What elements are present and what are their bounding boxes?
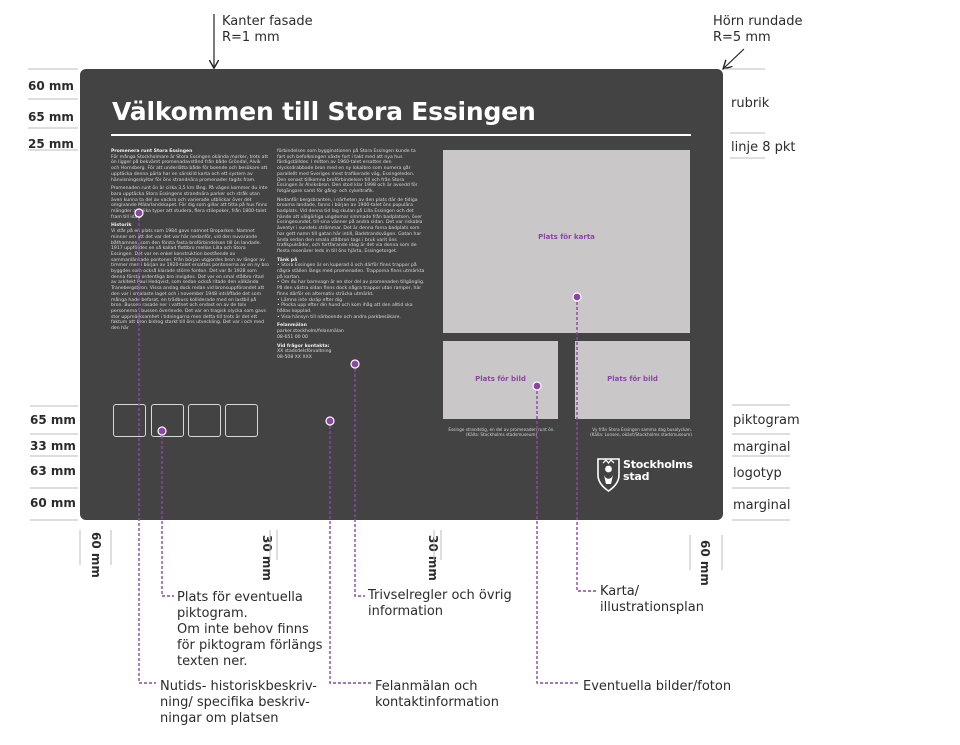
- pictogram-slot: [113, 404, 146, 437]
- pictogram-slot: [151, 404, 184, 437]
- dim-left-title: 65 mm: [28, 110, 74, 124]
- felanmalan-url: parker.stockholm/felanmälan: [277, 329, 344, 335]
- callout-line: för piktogram förlängs: [177, 638, 323, 653]
- rule-item: • Visa hänsyn till närboende och andra p…: [277, 314, 401, 320]
- rule-item: • Om du har barnvagn är en stor del av p…: [277, 280, 425, 297]
- history-paragraph-cont: förbindelsen som bygginationen på Stora …: [277, 149, 418, 194]
- walk-paragraph-2: Promenaden runt ön är cirka 3,5 km lång.…: [111, 186, 268, 220]
- callout-line: piktogram.: [177, 606, 248, 621]
- image-placeholder-label: Plats för bild: [607, 374, 658, 383]
- dim-bottom-right-margin: 60 mm: [698, 540, 712, 586]
- image-placeholder-right: Plats för bild: [575, 341, 690, 419]
- bottom-tick-lines: [79, 530, 723, 570]
- edge-annotation-line2: R=1 mm: [222, 30, 280, 45]
- label-marginal: marginal: [733, 440, 791, 455]
- callout-rules: Trivselregler och övrig information: [368, 588, 512, 620]
- walk-paragraph-1: För många Stockholmare är Stora Essingen…: [111, 154, 269, 183]
- dim-left-margin-mid: 33 mm: [30, 439, 76, 453]
- stockholm-crest-icon: [597, 458, 620, 492]
- callout-pictogram: Plats för eventuella piktogram. Om inte …: [177, 590, 323, 670]
- felanmalan-heading: Felanmälan: [277, 323, 307, 329]
- dim-left-top-margin: 60 mm: [28, 79, 74, 93]
- history-heading: Historik: [111, 223, 132, 229]
- rule-item: • Lämna inte skräp efter dig.: [277, 297, 344, 303]
- callout-line: Plats för eventuella: [177, 590, 303, 605]
- felanmalan-phone: 08-651 00 00: [277, 334, 308, 340]
- rule-item: • Stora Essingen är en kuperad ö och där…: [277, 263, 425, 280]
- logo-line-2: stad: [623, 469, 650, 483]
- map-placeholder-label: Plats för karta: [538, 232, 595, 241]
- image-placeholder-label: Plats för bild: [475, 374, 526, 383]
- rule-item: • Plocka upp efter din hund och kom ihåg…: [277, 303, 413, 314]
- callout-line: Trivselregler och övrig: [368, 588, 512, 603]
- label-rubrik: rubrik: [731, 96, 770, 111]
- corner-annotation-line2: R=5 mm: [713, 30, 771, 45]
- callout-line: information: [368, 604, 444, 619]
- contact-heading: Vid frågor kontakta:: [277, 343, 330, 349]
- badplats-paragraph: Nedanför bergsbranten, i närheten av den…: [277, 197, 423, 254]
- walk-heading: Promenera runt Stora Essingen: [111, 149, 193, 154]
- label-linje: linje 8 pkt: [731, 140, 796, 155]
- contact-office: XX stadsdelsförvaltning: [277, 349, 332, 355]
- corner-annotation-line1: Hörn rundade: [713, 14, 803, 29]
- image-caption-left: Essinge strandstig, en del av promenaden…: [443, 427, 560, 437]
- dim-left-pictogram: 65 mm: [30, 413, 76, 427]
- callout-map: Karta/ illustrationsplan: [600, 584, 704, 616]
- contact-phone: 08-508 XX XXX: [277, 354, 312, 360]
- map-placeholder: Plats för karta: [443, 150, 690, 333]
- label-marginal: marginal: [733, 498, 791, 513]
- dim-left-logotype: 63 mm: [30, 464, 76, 478]
- info-column: förbindelsen som bygginationen på Stora …: [277, 149, 425, 361]
- logo-line-1: Stockholms: [623, 458, 693, 471]
- callout-line: Felanmälan och: [375, 679, 478, 694]
- callout-line: Nutids- historiskbeskriv-: [160, 679, 317, 694]
- callout-history: Nutids- historiskbeskriv- ning/ specifik…: [160, 679, 317, 727]
- title-rule: [111, 134, 691, 136]
- pictogram-slot: [188, 404, 221, 437]
- caption-source: (Källa: Lonsen, okänt/Stockholms stadsmu…: [590, 432, 692, 437]
- image-placeholder-left: Plats för bild: [443, 341, 558, 419]
- dim-bottom-column-gap-2: 30 mm: [426, 535, 440, 581]
- label-logotyp: logotyp: [733, 466, 782, 481]
- image-caption-right: Vy från Stora Essingen samma dag busolyc…: [575, 427, 692, 437]
- caption-text: Essinge strandstig, en del av promenaden…: [448, 427, 555, 432]
- callout-contact: Felanmälan och kontaktinformation: [375, 679, 499, 711]
- tank-pa-heading: Tänk på: [277, 257, 298, 263]
- callout-line: texten ner.: [177, 654, 248, 669]
- dim-bottom-column-gap-1: 30 mm: [260, 535, 274, 581]
- caption-text: Vy från Stora Essingen samma dag busolyc…: [592, 427, 692, 432]
- callout-line: illustrationsplan: [600, 600, 704, 615]
- callout-line: Om inte behov finns: [177, 622, 309, 637]
- sign-title: Välkommen till Stora Essingen: [112, 97, 536, 126]
- corner-arrow: [724, 48, 745, 68]
- caption-source: (Källa: Stockholms stadsmuseum): [465, 432, 538, 437]
- history-paragraph: Vi står på en plats som 1984 gavs namnet…: [111, 229, 269, 332]
- dim-left-bottom-margin: 60 mm: [30, 496, 76, 510]
- label-piktogram: piktogram: [733, 413, 800, 428]
- stockholm-logotype: Stockholms stad: [623, 459, 693, 482]
- corner-annotation: Hörn rundade R=5 mm: [713, 14, 803, 46]
- callout-line: ning/ specifika beskriv-: [160, 695, 310, 710]
- callout-line: ningar om platsen: [160, 711, 279, 726]
- pictogram-slot: [225, 404, 258, 437]
- callout-line: kontaktinformation: [375, 695, 499, 710]
- edge-annotation: Kanter fasade R=1 mm: [222, 14, 313, 46]
- edge-annotation-line1: Kanter fasade: [222, 14, 313, 29]
- dim-left-line: 25 mm: [28, 137, 74, 151]
- callout-line: Karta/: [600, 584, 640, 599]
- history-column: Promenera runt Stora Essingen För många …: [111, 149, 269, 335]
- dim-bottom-left-margin: 60 mm: [89, 532, 103, 578]
- callout-images: Eventuella bilder/foton: [583, 679, 732, 694]
